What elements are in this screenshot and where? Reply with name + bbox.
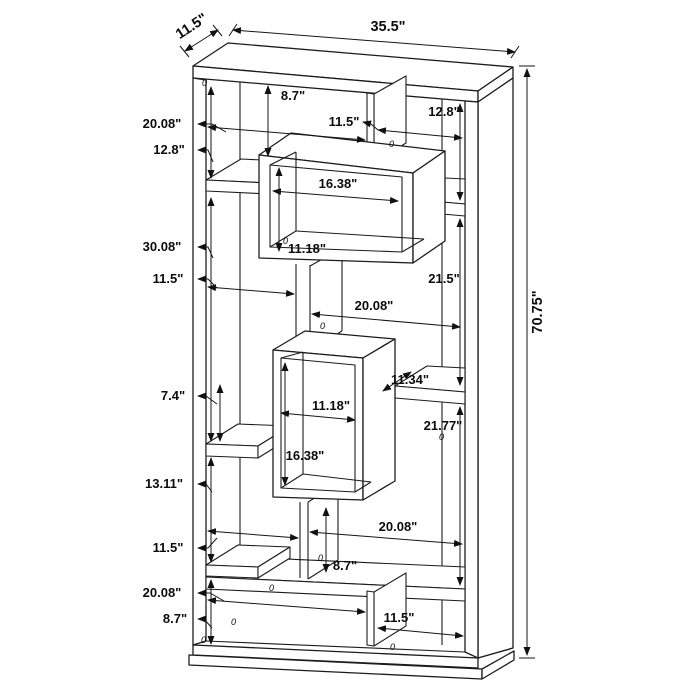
zero-mark: 0 (318, 553, 323, 563)
bottom-divider-front (366, 590, 375, 647)
dim-label: 8.7" (333, 558, 357, 573)
dim-overall-width: 35.5" (228, 19, 520, 59)
dim-label: 8.7" (163, 611, 187, 626)
dim-label: 13.11" (145, 476, 183, 491)
dim-label: 21.77" (424, 418, 463, 433)
dim-overall-depth: 11.5" (173, 11, 223, 58)
dim-label: 11.34" (391, 372, 429, 387)
dim-label: 8.7" (281, 88, 305, 103)
left-panel-front-strip (192, 77, 207, 646)
dim-bottom-right-width: 11.5" (377, 610, 464, 639)
display-box-upper (258, 132, 446, 264)
dim-label: 11.18" (288, 241, 326, 256)
bottom-board-front (192, 644, 479, 669)
dim-left-upper-height: 12.8" (153, 86, 215, 179)
left-shelf-lower-end (257, 546, 291, 579)
dim-upper-box-width: 16.38" (272, 176, 399, 204)
zero-mark: 0 (439, 432, 444, 442)
dim-label: 12.8" (153, 142, 184, 157)
dim-label: 11.5" (153, 271, 184, 286)
zero-mark: 0 (389, 139, 394, 149)
dim-right-mid-height: 21.5" (428, 218, 464, 386)
box-lower-side-face (362, 338, 396, 501)
dim-label: 11.5" (384, 610, 415, 625)
zero-mark: 0 (269, 583, 274, 593)
dim-label: 11.5" (329, 114, 360, 129)
zero-mark: 0 (201, 635, 206, 645)
dim-label: 30.08" (143, 239, 182, 254)
dim-connector-height: 8.7" (322, 507, 357, 573)
dim-left-mid-width: 11.5" (153, 271, 295, 297)
dimension-annotations: 35.5" 11.5" 70.75" 8.7" 11.5" (143, 11, 546, 659)
dim-label: 7.4" (161, 388, 185, 403)
dim-upper-box-height: 11.18" (275, 167, 326, 256)
dim-overall-height: 70.75" (519, 65, 546, 659)
dim-label: 16.38" (286, 448, 325, 463)
left-shelf-lower-front (205, 564, 259, 579)
dim-bottom-left-height: 8.7" (163, 579, 215, 645)
zero-mark: 0 (231, 617, 236, 627)
dim-label: 21.5" (428, 271, 459, 286)
dim-label: 20.08" (143, 585, 182, 600)
display-box-lower (272, 330, 396, 501)
dim-right-top-height: 12.8" (428, 103, 464, 201)
box-lower-front-face (272, 349, 364, 501)
zero-mark: 0 (202, 78, 207, 88)
dim-shelf-depth: 11.34" (382, 371, 429, 392)
dim-label: 20.08" (379, 519, 418, 534)
base-plinth-side (481, 650, 515, 680)
dim-left-small-height: 7.4" (161, 384, 224, 442)
right-panel-front-strip (464, 100, 479, 659)
bookcase-drawing (188, 42, 515, 680)
overall-width-label: 35.5" (370, 19, 405, 35)
dim-top-opening-height: 8.7" (264, 85, 305, 157)
dim-label: 20.08" (355, 298, 394, 313)
dim-left-lower-width: 11.5" (153, 528, 299, 555)
floor-front-edge (205, 640, 466, 653)
dim-label: 20.08" (143, 116, 182, 131)
overall-height-label: 70.75" (530, 290, 546, 333)
zero-marks: 0 0 0 0 0 0 0 0 0 0 (201, 78, 444, 652)
dim-center-width: 20.08" (311, 298, 461, 330)
dim-label: 12.8" (428, 104, 459, 119)
dim-bottom-center-width: 20.08" (309, 519, 463, 547)
zero-mark: 0 (390, 642, 395, 652)
box-upper-side-face (412, 150, 446, 264)
right-panel-side-face (477, 77, 514, 659)
case-outer (188, 42, 515, 680)
dim-label: 11.18" (312, 398, 350, 413)
dim-lower-box-width: 11.18" (280, 398, 356, 423)
left-shelf-upper-front (205, 443, 259, 459)
dim-label: 16.38" (319, 176, 358, 191)
dim-left-tall-height: 30.08" (143, 197, 215, 442)
dim-label: 11.5" (153, 540, 184, 555)
dim-lower-box-height: 16.38" (281, 362, 325, 486)
dim-right-lower-height: 21.77" (424, 406, 464, 586)
zero-mark: 0 (283, 236, 288, 246)
zero-mark: 0 (320, 321, 325, 331)
